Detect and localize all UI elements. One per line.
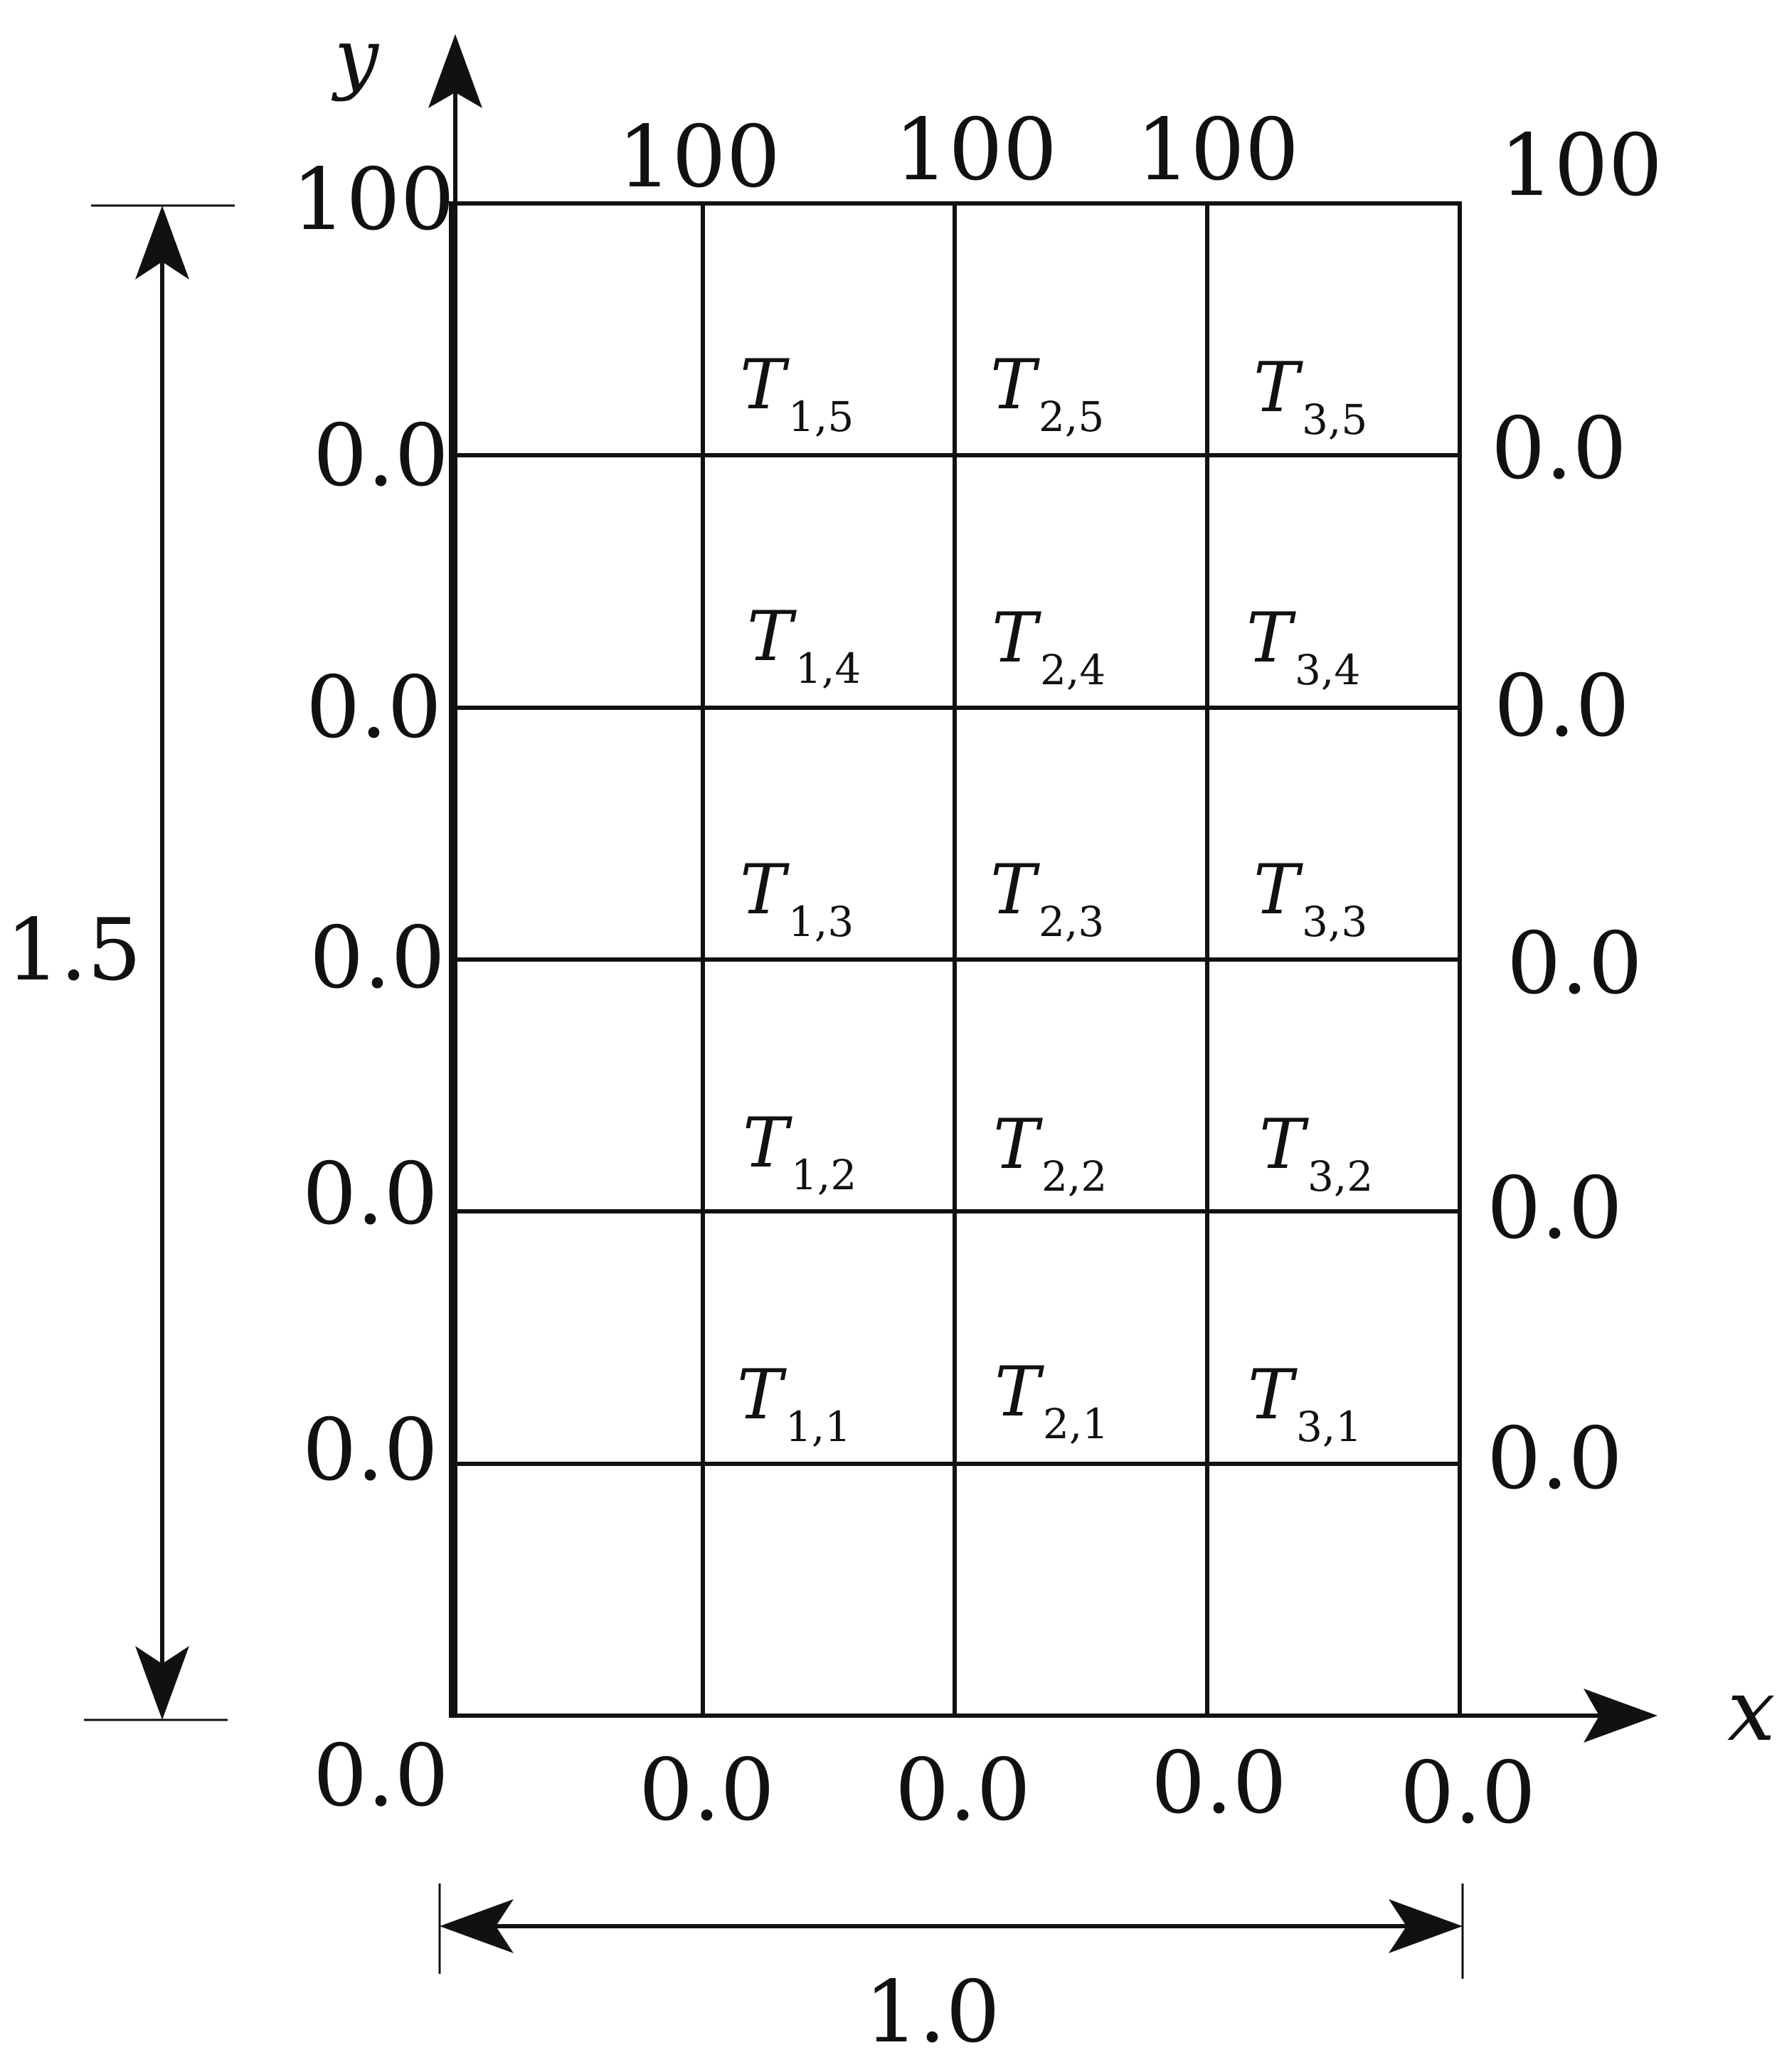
y-axis-arrowhead xyxy=(428,34,482,108)
width-dimension: 1.0 xyxy=(438,1884,1464,2062)
top-boundary-value: 100 xyxy=(894,101,1057,200)
height-dimension-arrow-bottom xyxy=(135,1646,189,1720)
bottom-boundary-value: 0.0 xyxy=(639,1741,775,1840)
height-dimension-label: 1.5 xyxy=(6,901,142,1000)
node-label: T2,5 xyxy=(990,345,1104,441)
bottom-boundary-value: 0.0 xyxy=(1151,1734,1287,1833)
width-dimension-label: 1.0 xyxy=(864,1963,1000,2062)
node-label: T1,1 xyxy=(737,1355,851,1451)
right-boundary-value: 0.0 xyxy=(1491,400,1627,499)
node-label: T2,2 xyxy=(993,1105,1107,1201)
right-boundary-value: 0.0 xyxy=(1487,1410,1623,1509)
bottom-boundary-values: 0.0 0.0 0.0 0.0 0.0 xyxy=(313,1727,1536,1843)
top-boundary-value: 100 xyxy=(1500,117,1662,216)
right-boundary-value: 0.0 xyxy=(1487,1159,1623,1258)
left-boundary-value: 0.0 xyxy=(306,659,442,758)
x-axis: x xyxy=(451,1662,1776,1760)
bottom-boundary-value: 0.0 xyxy=(1400,1744,1536,1843)
node-label: T1,3 xyxy=(740,850,854,946)
left-boundary-value: 0.0 xyxy=(309,909,445,1008)
bottom-boundary-value: 0.0 xyxy=(895,1741,1031,1840)
node-label: T1,2 xyxy=(743,1103,856,1199)
interior-node-labels: T1,5 T2,5 T3,5 T1,4 T2,4 T3,4 T1,3 T2,3 … xyxy=(737,345,1373,1451)
width-dimension-arrow-left xyxy=(440,1899,514,1953)
height-dimension-arrow-top xyxy=(135,206,189,280)
node-label: T3,5 xyxy=(1253,348,1367,444)
y-axis-label: y xyxy=(331,11,380,102)
node-label: T2,3 xyxy=(990,850,1104,946)
x-axis-arrowhead xyxy=(1584,1689,1658,1743)
node-label: T3,4 xyxy=(1246,598,1360,694)
left-boundary-value: 0.0 xyxy=(302,1145,438,1244)
x-axis-label: x xyxy=(1727,1662,1776,1760)
bottom-boundary-value: 0.0 xyxy=(313,1727,449,1826)
top-boundary-value: 100 xyxy=(617,108,780,207)
node-label: T2,1 xyxy=(995,1352,1108,1448)
right-boundary-value: 0.0 xyxy=(1494,657,1630,756)
node-label: T2,4 xyxy=(992,598,1105,694)
top-boundary-values: 100 100 100 100 100 xyxy=(292,101,1662,250)
top-boundary-value: 100 xyxy=(1136,101,1299,200)
right-boundary-values: 0.0 0.0 0.0 0.0 0.0 xyxy=(1487,400,1643,1509)
node-label: T1,5 xyxy=(740,345,854,441)
width-dimension-arrow-right xyxy=(1389,1899,1463,1953)
left-boundary-value: 0.0 xyxy=(302,1401,438,1500)
y-axis: y xyxy=(331,11,482,1716)
node-label: T3,3 xyxy=(1253,850,1367,946)
top-boundary-value: 100 xyxy=(292,151,455,250)
right-boundary-value: 0.0 xyxy=(1507,915,1643,1014)
height-dimension: 1.5 xyxy=(6,204,235,1721)
node-label: T1,4 xyxy=(747,597,861,693)
node-label: T3,2 xyxy=(1259,1105,1373,1201)
left-boundary-value: 0.0 xyxy=(313,407,449,506)
left-boundary-values: 0.0 0.0 0.0 0.0 0.0 xyxy=(302,407,449,1500)
node-label: T3,1 xyxy=(1248,1355,1362,1451)
